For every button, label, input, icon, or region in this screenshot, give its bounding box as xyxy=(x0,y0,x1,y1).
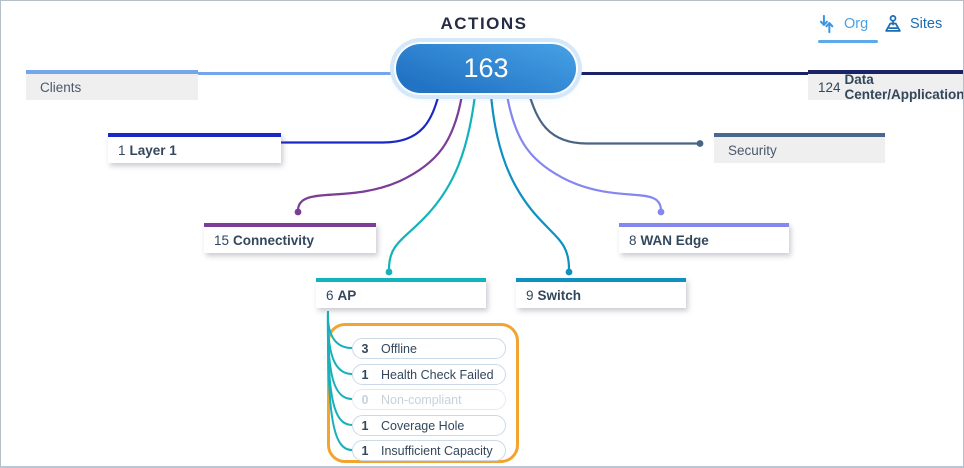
ap-subactions-panel xyxy=(327,323,519,463)
ap-subaction-offline[interactable]: 3 Offline xyxy=(352,338,506,359)
subaction-count: 1 xyxy=(361,443,369,458)
node-switch[interactable]: 9 Switch xyxy=(516,278,686,308)
org-view-button[interactable]: Org xyxy=(818,13,868,35)
node-label: WAN Edge xyxy=(640,232,709,248)
node-count: 9 xyxy=(526,287,534,303)
node-label: Layer 1 xyxy=(129,142,177,158)
node-count: 1 xyxy=(118,142,126,158)
sites-view-label: Sites xyxy=(910,16,943,32)
connector-ap xyxy=(387,94,477,270)
page-title: ACTIONS xyxy=(440,14,528,33)
node-security[interactable]: Security xyxy=(714,133,885,163)
connector-dot-ap xyxy=(385,268,393,276)
subaction-label: Health Check Failed xyxy=(381,367,494,382)
sites-map-pin-icon xyxy=(882,13,904,35)
node-data-center[interactable]: 124 Data Center/Applications xyxy=(808,70,964,102)
node-ap[interactable]: 6 AP xyxy=(316,278,486,308)
fan-line-health-check xyxy=(326,310,353,375)
subaction-label: Offline xyxy=(381,341,417,356)
connector-dot-wan-edge xyxy=(657,208,665,216)
connector-dot-switch xyxy=(565,268,573,276)
ap-subaction-insufficient-capacity[interactable]: 1 Insufficient Capacity xyxy=(352,440,506,461)
org-sort-arrows-icon xyxy=(818,13,838,35)
node-label: Data Center/Applications xyxy=(844,72,964,102)
node-label: Connectivity xyxy=(233,232,315,248)
root-actions-node[interactable]: 163 xyxy=(396,44,576,93)
subaction-count: 1 xyxy=(361,418,369,433)
node-count: 15 xyxy=(214,232,230,248)
connector-connectivity xyxy=(296,94,464,211)
subaction-count: 0 xyxy=(361,392,369,407)
connector-security xyxy=(527,93,699,145)
subaction-label: Coverage Hole xyxy=(381,418,465,433)
node-count: 124 xyxy=(818,79,841,95)
active-view-underline xyxy=(818,40,878,43)
node-clients[interactable]: Clients xyxy=(26,70,198,100)
node-layer1[interactable]: 1 Layer 1 xyxy=(108,133,281,163)
node-count: 8 xyxy=(629,232,637,248)
subaction-count: 3 xyxy=(361,341,369,356)
node-label: Switch xyxy=(537,287,582,303)
node-connectivity[interactable]: 15 Connectivity xyxy=(204,223,376,253)
connector-layer1 xyxy=(264,93,441,144)
ap-subaction-health-check-failed[interactable]: 1 Health Check Failed xyxy=(352,364,506,385)
fan-line-offline xyxy=(326,310,353,349)
node-count: 6 xyxy=(326,287,334,303)
node-wan-edge[interactable]: 8 WAN Edge xyxy=(619,223,789,253)
node-label: Clients xyxy=(40,79,82,95)
ap-subaction-non-compliant[interactable]: 0 Non-compliant xyxy=(352,389,506,410)
node-label: AP xyxy=(337,287,357,303)
sites-view-button[interactable]: Sites xyxy=(882,13,942,35)
connector-switch xyxy=(489,94,571,270)
connector-wan-edge xyxy=(505,94,663,211)
connector-dot-connectivity xyxy=(294,208,302,216)
subaction-count: 1 xyxy=(361,367,369,382)
connector-dot-security xyxy=(696,140,704,147)
org-view-label: Org xyxy=(844,16,869,32)
node-label: Security xyxy=(728,142,777,158)
subaction-label: Insufficient Capacity xyxy=(381,443,493,458)
ap-subaction-coverage-hole[interactable]: 1 Coverage Hole xyxy=(352,415,506,436)
subaction-label: Non-compliant xyxy=(381,392,462,407)
root-actions-count: 163 xyxy=(463,53,509,83)
fan-line-insufficient-capacity xyxy=(326,310,353,451)
